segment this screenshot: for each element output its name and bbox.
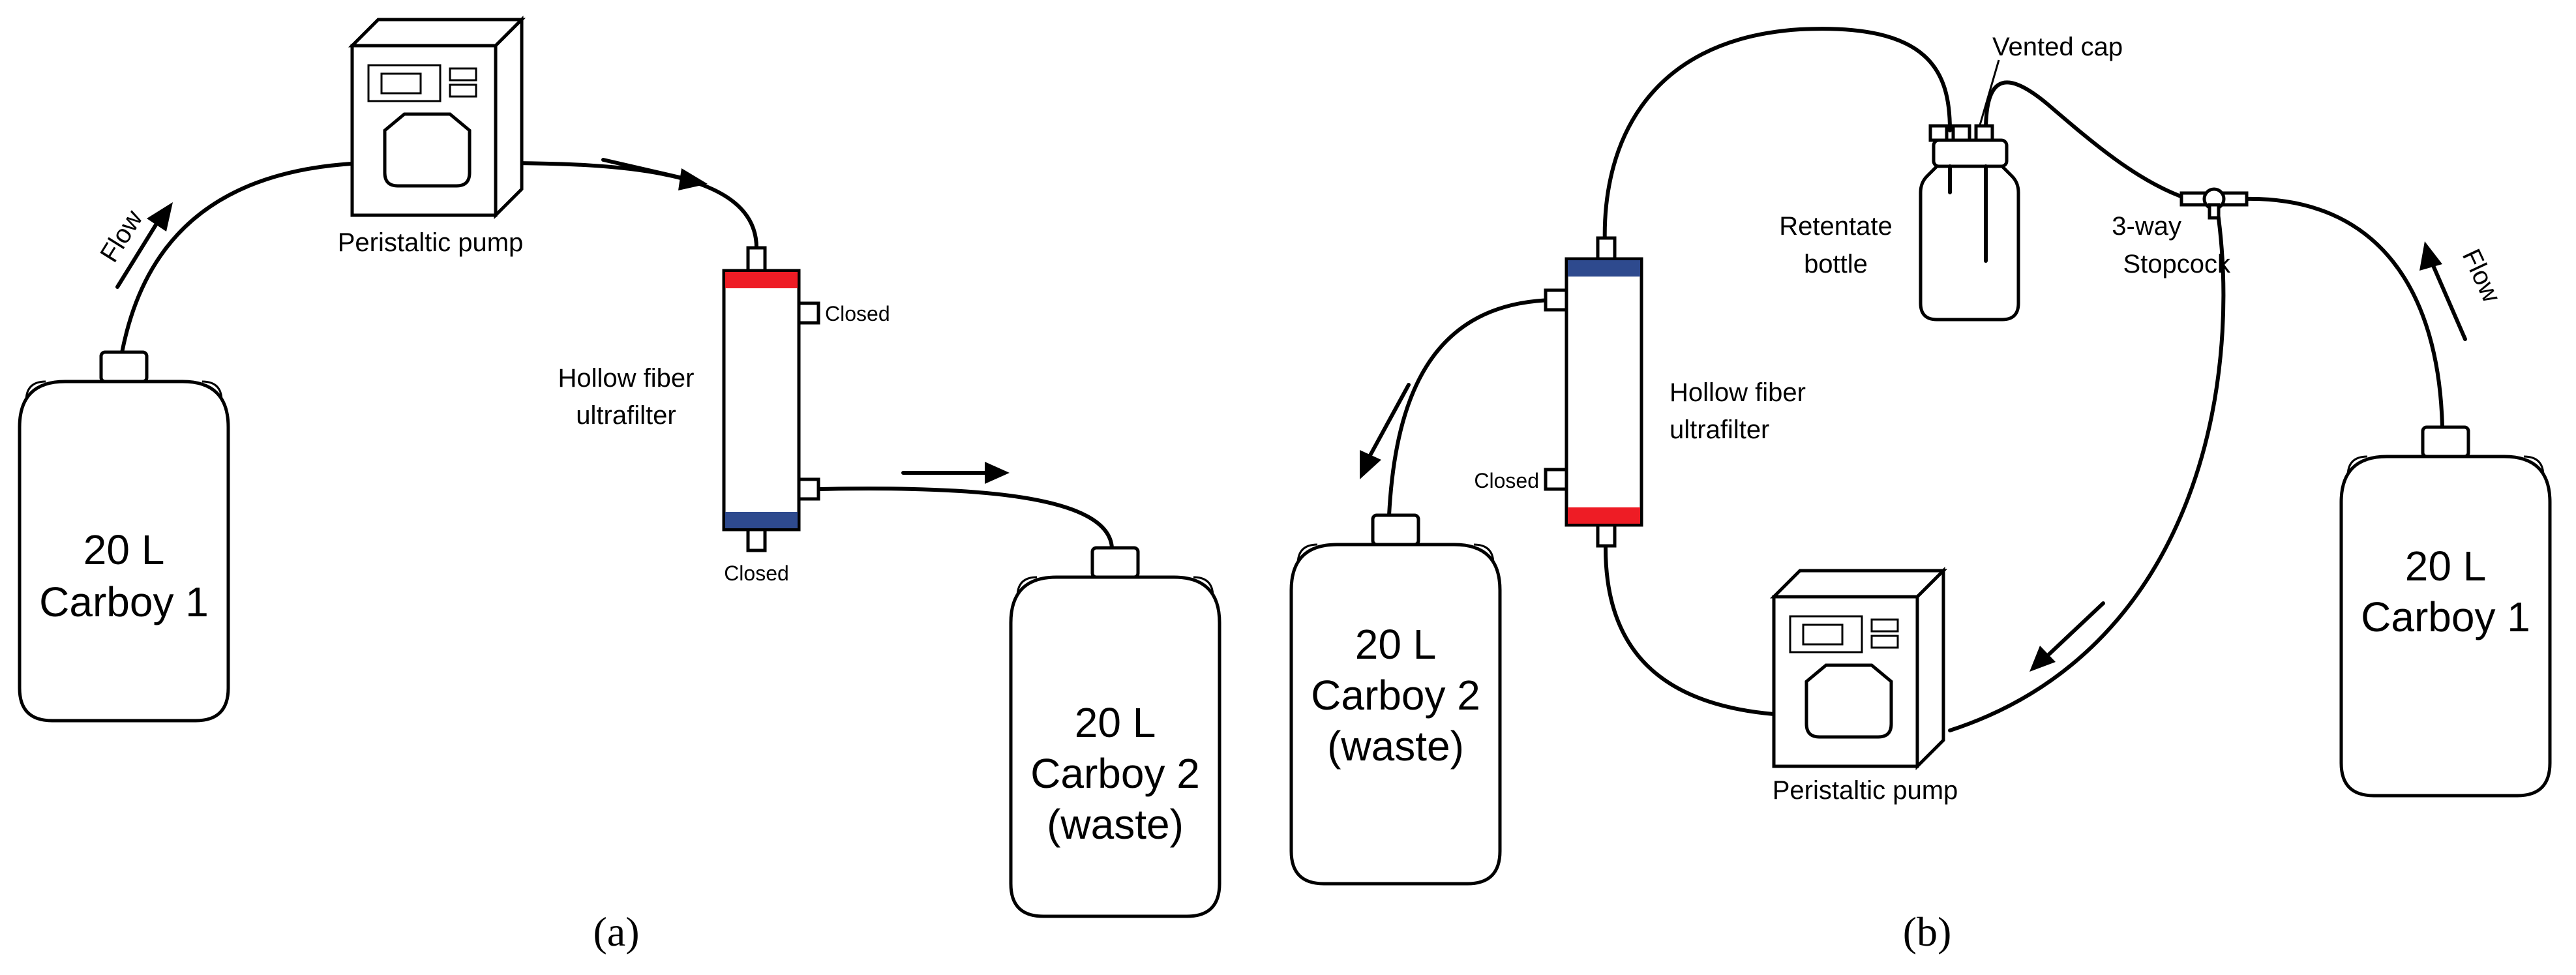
carboy-2-a-label-2: Carboy 2: [1030, 750, 1200, 797]
vent-leader-line: [1978, 59, 2000, 128]
direction-arrow-b-1: [1360, 383, 1411, 479]
tube-bottle-to-stopcock: [1984, 80, 2190, 201]
filter-a-label-2: ultrafilter: [576, 401, 676, 430]
carboy-1-b-label-2: Carboy 1: [2361, 593, 2530, 640]
filter-a-outlet-cap: [725, 512, 798, 528]
tube-carboy1-to-pump: [115, 161, 367, 383]
vent-cap-label: Vented cap: [1992, 33, 2123, 61]
closed-label-a-bottom: Closed: [724, 562, 789, 585]
panel-b: 20 L Carboy 2 (waste) Hollow fiber ultra…: [1291, 27, 2550, 955]
carboy-2-b-label-1: 20 L: [1355, 621, 1437, 668]
filter-a-inlet-cap: [725, 272, 798, 288]
direction-arrow-a-1: [601, 158, 708, 190]
tube-filter-to-bottle: [1602, 27, 1952, 260]
tube-stopcock-to-pump: [1948, 207, 2226, 732]
caption-a: (a): [593, 908, 639, 955]
tube-filter-to-carboy2: [1387, 298, 1554, 517]
three-way-stopcock: [2179, 187, 2249, 220]
filter-b-top-cap: [1568, 260, 1640, 277]
carboy-2-b-label-2: Carboy 2: [1311, 672, 1480, 719]
caption-b: (b): [1903, 908, 1952, 955]
hollow-fiber-filter-b: [1544, 236, 1643, 548]
carboy-1-b-label-1: 20 L: [2405, 543, 2487, 590]
pump-a-label: Peristaltic pump: [338, 228, 524, 257]
closed-label-a-upper: Closed: [825, 302, 890, 325]
tube-carboy1-to-stopcock: [2241, 196, 2444, 429]
filter-b-label-2: ultrafilter: [1670, 415, 1769, 444]
flow-arrow-b: [2419, 241, 2467, 341]
peristaltic-pump-b: [1774, 571, 1943, 766]
peristaltic-pump-a: [352, 20, 522, 215]
stopcock-label-1: 3-way: [2112, 212, 2181, 241]
tube-filter-to-carboy2: [816, 487, 1114, 550]
tube-pump-to-filter: [1603, 543, 1776, 716]
carboy-2-b-label-3: (waste): [1327, 723, 1464, 770]
filter-b-label-1: Hollow fiber: [1670, 378, 1806, 407]
flow-label-b: Flow: [2457, 245, 2506, 307]
carboy-1-a-label-1: 20 L: [83, 526, 165, 573]
carboy-2-a-label-1: 20 L: [1075, 699, 1156, 746]
bottle-label-2: bottle: [1804, 250, 1868, 278]
tube-pump-to-filter: [494, 161, 758, 250]
flow-arrow-a: [115, 202, 173, 289]
direction-arrow-a-2: [901, 462, 1010, 484]
carboy-1-a-label-2: Carboy 1: [39, 578, 209, 625]
direction-arrow-b-2: [2029, 601, 2105, 672]
filter-b-bottom-cap: [1568, 507, 1640, 524]
closed-label-b: Closed: [1474, 469, 1539, 492]
filter-a-label-1: Hollow fiber: [558, 364, 695, 393]
stopcock-label-2: Stopcock: [2123, 250, 2231, 278]
flow-label-a: Flow: [95, 205, 148, 267]
carboy-2-a-label-3: (waste): [1047, 801, 1184, 848]
bottle-label-1: Retentate: [1779, 212, 1892, 241]
retentate-bottle: [1919, 124, 2020, 322]
panel-a: 20 L Carboy 1 Flow Peristaltic pump: [20, 20, 1220, 955]
pump-b-label: Peristaltic pump: [1773, 776, 1958, 805]
hollow-fiber-filter-a: [722, 246, 820, 552]
